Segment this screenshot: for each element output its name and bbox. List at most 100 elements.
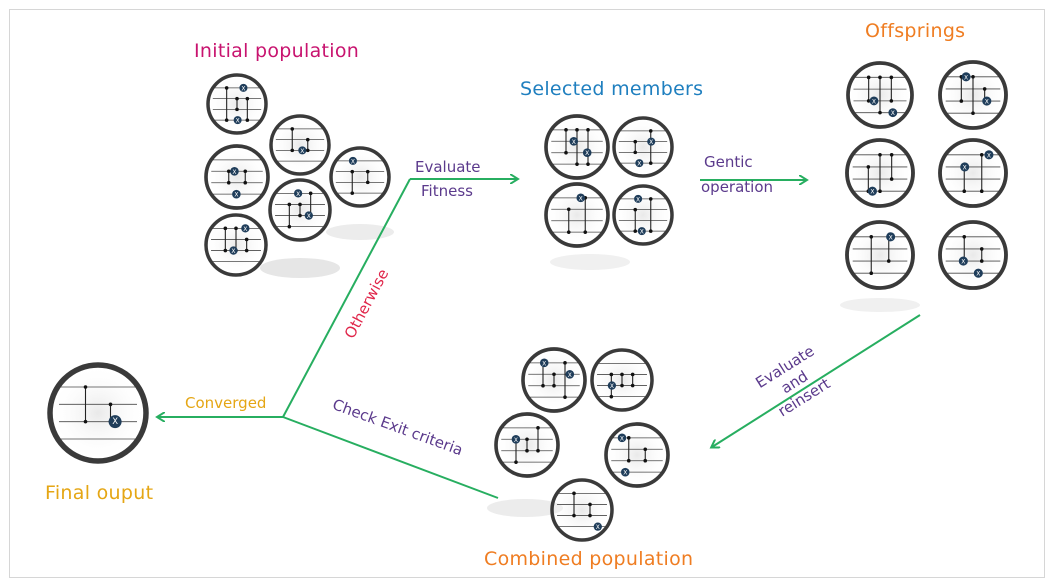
- x-gate-icon: [232, 189, 241, 199]
- x-gate-icon: [888, 108, 898, 118]
- control-dot: [959, 99, 964, 103]
- control-dot: [979, 153, 984, 157]
- x-gate-icon: [229, 246, 238, 255]
- control-dot: [648, 229, 653, 233]
- x-gate-icon: [869, 96, 879, 106]
- x-gate-label: X: [231, 248, 235, 255]
- circuit-circle-icon: XX: [612, 116, 674, 178]
- evaluate-reinsert-label: Evaluate and reinsert: [752, 342, 833, 420]
- x-gate-label: X: [514, 437, 518, 444]
- x-gate-label: X: [891, 110, 895, 117]
- circle-border: [47, 362, 149, 464]
- check-exit-line: [282, 416, 499, 499]
- control-dot: [226, 169, 231, 174]
- control-dot: [586, 162, 590, 166]
- x-gate-label: X: [241, 85, 245, 92]
- control-dot: [889, 153, 894, 157]
- control-dot: [586, 128, 590, 132]
- control-dot: [633, 207, 638, 212]
- control-dot: [889, 177, 894, 181]
- x-gate-icon: [886, 232, 896, 242]
- x-gate-icon: [511, 434, 521, 444]
- circuit-circle-icon: XX: [612, 184, 674, 246]
- x-gate-label: X: [870, 189, 874, 196]
- x-gate-label: X: [585, 150, 589, 157]
- circle-border: [329, 146, 391, 208]
- control-dot: [365, 169, 370, 174]
- x-gate-icon: [958, 256, 968, 266]
- x-gate-label: X: [296, 191, 300, 198]
- circuit-circle-icon: X: [269, 114, 331, 176]
- circle-border: [550, 478, 614, 542]
- control-dot: [643, 447, 648, 452]
- control-dot: [869, 235, 874, 239]
- x-gate-icon: [298, 146, 307, 155]
- control-dot: [979, 247, 984, 251]
- x-gate-icon: [634, 194, 643, 203]
- converged-label: Converged: [185, 394, 267, 412]
- circuit-circle-icon: X: [544, 182, 610, 248]
- control-dot: [971, 75, 975, 79]
- selected-members-title: Selected members: [520, 78, 704, 100]
- control-dot: [982, 87, 987, 91]
- control-dot: [962, 235, 967, 239]
- x-gate-icon: [293, 189, 303, 198]
- shadow: [840, 298, 920, 312]
- circle-border: [544, 114, 610, 180]
- x-gate-icon: [576, 193, 586, 203]
- circle-border: [494, 412, 560, 478]
- x-gate-icon: [593, 522, 602, 531]
- control-dot: [226, 180, 231, 185]
- control-dot: [620, 372, 624, 377]
- control-dot: [572, 513, 576, 518]
- x-gate-label: X: [243, 226, 247, 233]
- x-gate-label: X: [542, 360, 546, 367]
- control-dot: [243, 180, 248, 185]
- control-dot: [298, 213, 302, 218]
- x-gate-label: X: [640, 229, 644, 236]
- control-dot: [648, 161, 653, 165]
- control-dot: [287, 202, 292, 207]
- control-dot: [298, 202, 302, 207]
- circuit-circle-icon: X: [845, 220, 915, 290]
- evaluate-fitness-label-line1: Evaluate: [415, 158, 481, 176]
- control-dot: [290, 148, 295, 153]
- circle-border: [206, 73, 268, 135]
- circuit-circle-icon: XX: [268, 178, 332, 242]
- x-gate-icon: [348, 156, 357, 165]
- control-dot: [889, 99, 894, 103]
- x-gate-label: X: [112, 417, 118, 427]
- circle-border: [521, 347, 587, 413]
- x-gate-icon: [239, 83, 248, 92]
- control-dot: [541, 383, 545, 388]
- x-gate-label: X: [623, 470, 627, 477]
- circle-border: [544, 182, 610, 248]
- x-gate-icon: [637, 227, 646, 236]
- x-gate-label: X: [872, 98, 876, 105]
- control-dot: [223, 226, 228, 231]
- circuit-circle-icon: XX: [846, 61, 914, 129]
- control-dot: [83, 419, 88, 424]
- circuit-circle-icon: X: [550, 478, 614, 542]
- shadow: [260, 258, 340, 278]
- control-dot: [633, 139, 638, 144]
- x-gate-label: X: [232, 169, 236, 176]
- control-dot: [878, 110, 882, 115]
- control-dot: [235, 96, 239, 101]
- control-dot: [525, 437, 529, 442]
- control-dot: [588, 502, 592, 507]
- control-dot: [305, 148, 310, 153]
- control-dot: [572, 491, 576, 496]
- initial-population-title: Initial population: [194, 40, 360, 62]
- control-dot: [244, 237, 249, 242]
- control-dot: [633, 150, 638, 155]
- x-gate-icon: [539, 358, 549, 368]
- control-dot: [630, 383, 635, 388]
- control-dot: [552, 372, 556, 377]
- control-dot: [514, 460, 518, 464]
- shadow: [550, 254, 630, 270]
- control-dot: [223, 248, 228, 253]
- x-gate-icon: [984, 150, 994, 160]
- control-dot: [290, 127, 295, 131]
- x-gate-icon: [617, 433, 627, 443]
